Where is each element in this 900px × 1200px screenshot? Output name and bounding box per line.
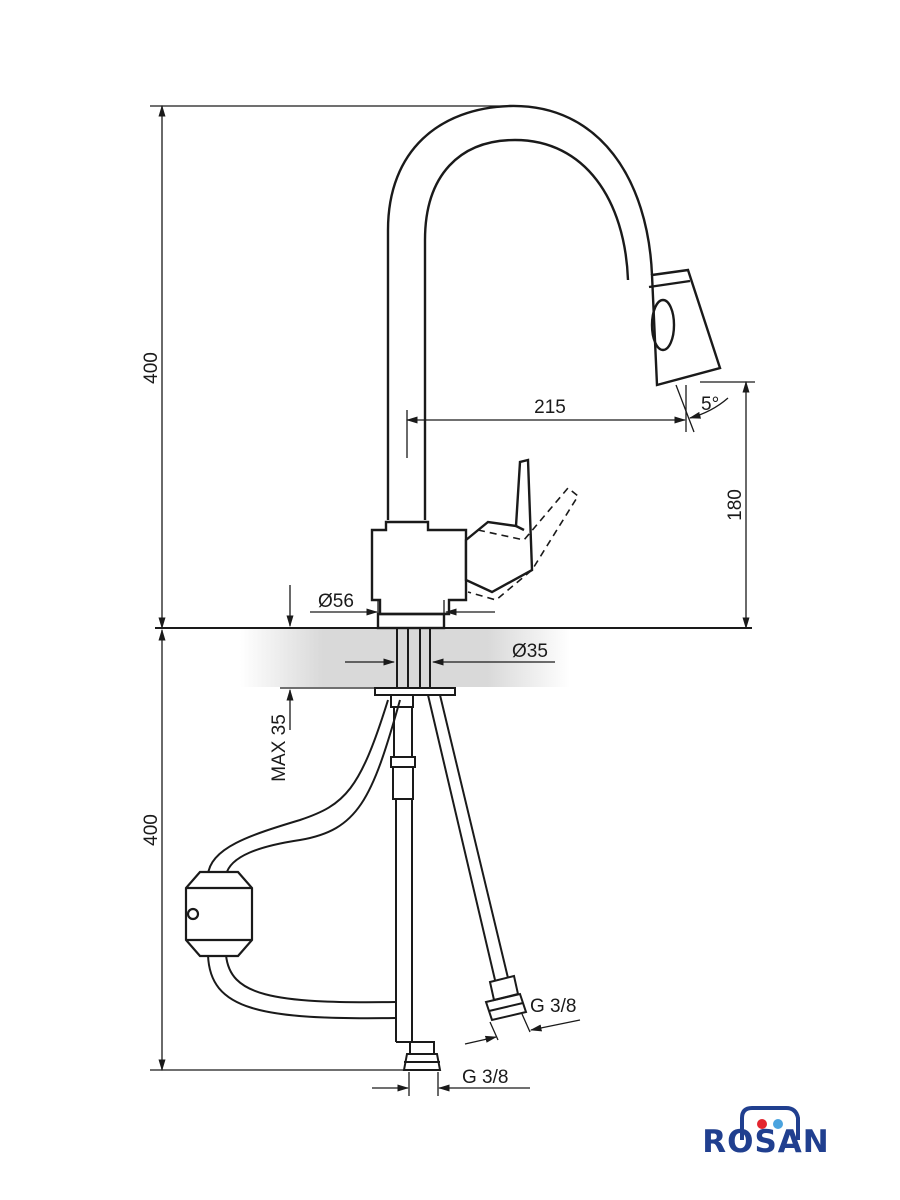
rosan-logo: ROSAN (702, 1106, 830, 1160)
dim-height-bottom: 400 (141, 814, 162, 846)
spout (386, 104, 654, 520)
pull-out-hose (207, 699, 401, 1020)
dim-thread-bottom: G 3/8 (462, 1067, 508, 1088)
countertop-shade (240, 629, 570, 687)
supply-hose-right (427, 694, 528, 1022)
logo-red-dot (757, 1119, 767, 1129)
dim-spout-height: 180 (725, 489, 746, 521)
logo-text: ROSAN (702, 1124, 830, 1160)
faucet-body (370, 520, 468, 630)
dim-base-diameter: Ø56 (318, 591, 354, 612)
spray-head (648, 268, 722, 387)
dim-max-thickness: MAX 35 (269, 714, 290, 782)
dim-spout-angle: 5° (701, 394, 719, 415)
dim-spout-reach: 215 (534, 397, 566, 418)
dim-thread-right: G 3/8 (530, 996, 576, 1017)
dim-hole-diameter: Ø35 (512, 641, 548, 662)
lever-handle (464, 458, 534, 594)
dimension-lines (150, 104, 755, 1096)
logo-blue-dot (773, 1119, 783, 1129)
supply-hose-left (390, 694, 442, 1071)
mounting-shank (374, 628, 456, 696)
hose-weight (184, 870, 254, 958)
dim-height-top: 400 (141, 352, 162, 384)
logo-house-icon (740, 1106, 800, 1140)
